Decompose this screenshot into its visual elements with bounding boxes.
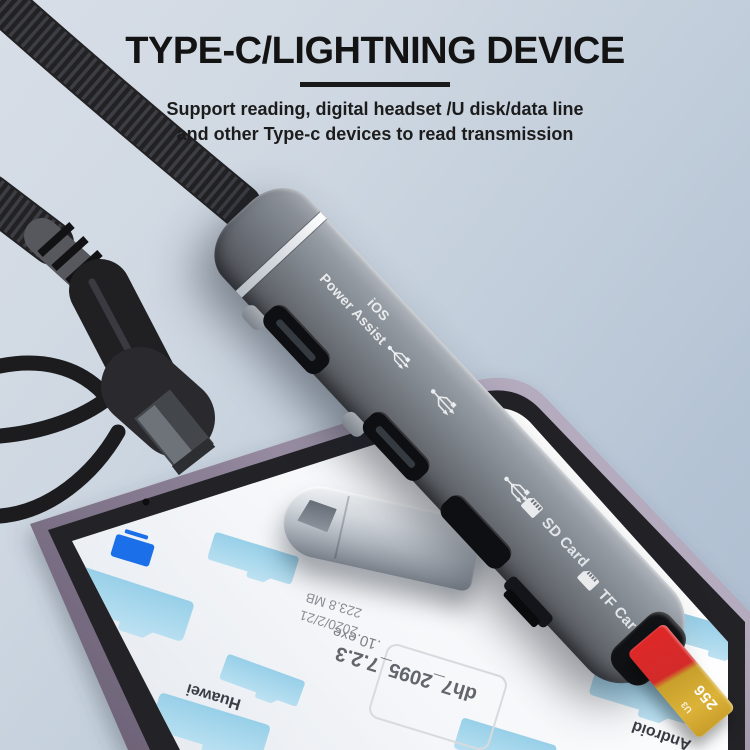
hub-sd-label-text: SD Card: [538, 514, 593, 571]
title-underline: [300, 82, 450, 87]
usb-plug-tip: [171, 437, 216, 476]
usb-hub-body: iOS Power Assist: [198, 171, 736, 740]
list-separator: [0, 589, 64, 596]
cable-loop: [0, 355, 112, 402]
subtitle-line1: Support reading, digital headset /U disk…: [166, 99, 584, 119]
flash-drive-seam: [334, 495, 350, 559]
usb-plug-metal-light: [137, 405, 199, 473]
monitor-icon: [110, 529, 155, 567]
hub-sd-label: SD Card: [518, 493, 592, 571]
sd-card-icon: [521, 497, 543, 518]
subtitle-line2: and other Type-c devices to read transmi…: [176, 124, 574, 144]
flash-drive-keyring-hole: [296, 498, 337, 533]
page-title: TYPE-C/LIGHTNING DEVICE: [125, 30, 625, 72]
usb-icon: [387, 345, 411, 370]
hub-tf-label: TF Card: [575, 566, 647, 641]
cables: [0, 0, 262, 524]
usb-icon: [430, 389, 457, 416]
tf-card-icon: [577, 570, 600, 591]
file-outline: [369, 644, 507, 750]
hub-ios-label: iOS Power Assist: [311, 252, 433, 379]
marketing-header: TYPE-C/LIGHTNING DEVICE Support reading,…: [0, 30, 750, 147]
phone-front-camera: [142, 498, 150, 506]
micro-sd-speed-mark: U3: [679, 700, 695, 716]
braided-cable-hub-texture: [0, 0, 253, 222]
cable-loop: [0, 424, 126, 524]
cable-loop: [0, 390, 116, 444]
micro-sd-capacity-label: 256: [690, 680, 722, 714]
